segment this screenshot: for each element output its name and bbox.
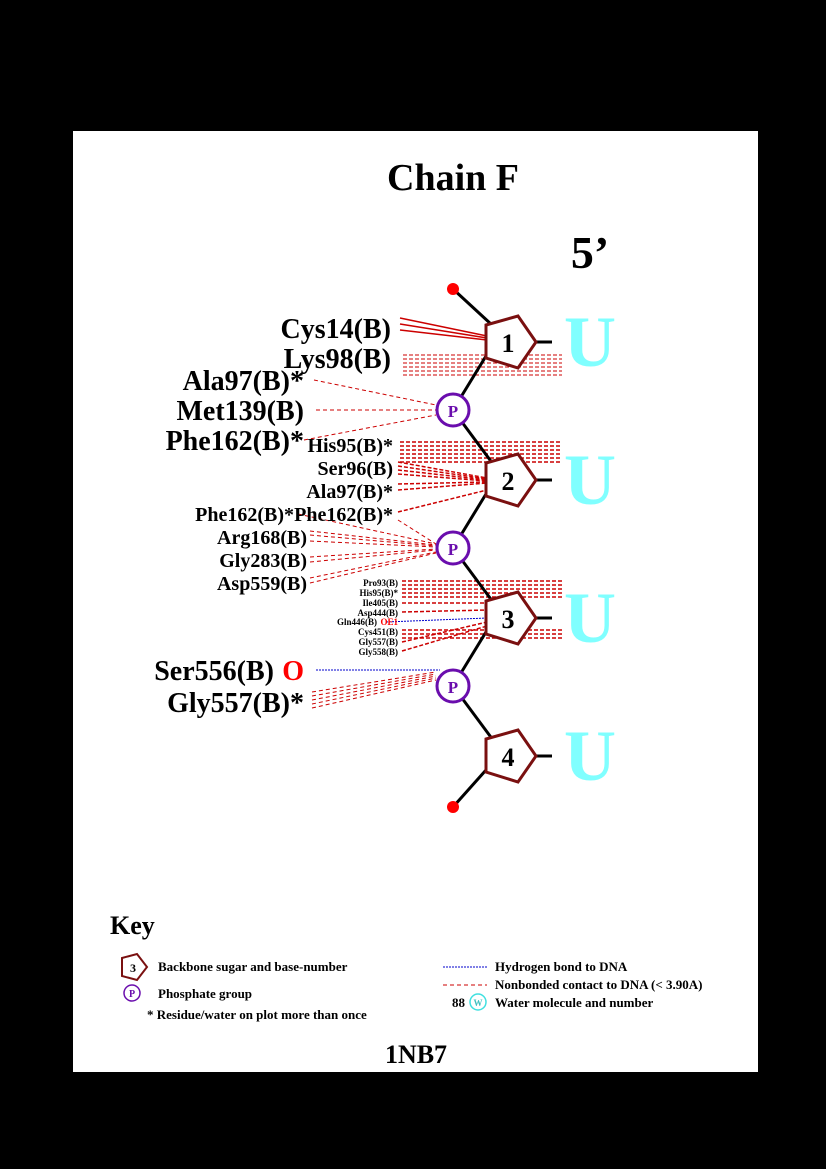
legend-water-symbol: W — [474, 998, 483, 1008]
legend-sugar-text: Backbone sugar and base-number — [158, 959, 348, 974]
chain-title: Chain F — [387, 157, 519, 199]
contact-sugar-2 — [397, 461, 488, 513]
hydrogen-bonds — [316, 617, 488, 671]
residue-label: Cys451(B) — [358, 627, 398, 637]
nucleotide-4: 4 U — [484, 716, 616, 796]
atom-label: OE1 — [380, 617, 398, 627]
nucleotide-2: 2 U — [484, 440, 616, 520]
residue-label: Asp444(B) — [357, 608, 398, 618]
legend-sugar-icon — [121, 952, 149, 982]
base-letter: U — [564, 302, 616, 382]
phosphate-circle — [435, 668, 471, 704]
residue-label: Asp559(B) — [217, 573, 307, 595]
legend-phosphate-icon — [123, 984, 141, 1002]
residue-label: Gly557(B) — [359, 637, 399, 647]
sugar-pentagon — [484, 728, 538, 784]
nucleotide-3: 3 U — [484, 578, 616, 658]
base-letter: U — [564, 578, 616, 658]
residue-label: Phe162(B)* — [195, 504, 294, 526]
sugar-pentagon — [484, 314, 538, 370]
residue-label: Arg168(B) — [217, 527, 307, 549]
legend-nonbonded-text: Nonbonded contact to DNA (< 3.90A) — [495, 977, 702, 992]
sugar-number: 4 — [502, 743, 515, 772]
residue-label: His95(B)* — [359, 588, 398, 598]
contact-cys14 — [399, 317, 488, 337]
legend-phosphate-symbol: P — [129, 989, 135, 1000]
residue-label: Pro93(B) — [363, 578, 398, 588]
sugar-pentagon — [484, 452, 538, 508]
residue-label: His95(B)* — [307, 435, 393, 457]
legend-phosphate-text: Phosphate group — [158, 986, 252, 1001]
contact-phosphate-1 — [303, 379, 437, 441]
phosphate-label: P — [448, 678, 458, 697]
legend-sugar-number: 3 — [130, 961, 136, 975]
legend-hbond-text: Hydrogen bond to DNA — [495, 959, 628, 974]
sugar-number: 3 — [502, 605, 515, 634]
legend-water-icon — [469, 993, 487, 1011]
base-letter: U — [564, 440, 616, 520]
pdb-id: 1NB7 — [385, 1040, 447, 1069]
terminal-atom-top — [447, 283, 459, 295]
residue-label: Ile405(B) — [363, 598, 399, 608]
residue-label: Ala97(B)* — [183, 366, 304, 397]
contact-base-3 — [401, 580, 562, 652]
legend-water-text: Water molecule and number — [495, 995, 654, 1010]
residue-label: Ser556(B) — [154, 656, 274, 687]
phosphate-3: P — [435, 668, 471, 704]
residue-label: Phe162(B)* — [166, 426, 304, 457]
five-prime-label: 5’ — [571, 227, 609, 278]
residue-label: Gly283(B) — [219, 550, 307, 572]
nucleotide-1: 1 U — [484, 302, 616, 382]
residue-label: Ser96(B) — [317, 458, 393, 480]
legend: Key 3 Backbone sugar and base-number P P… — [110, 911, 702, 1022]
phosphate-circle — [435, 392, 471, 428]
contact-phosphate-2 — [297, 513, 437, 584]
residue-labels: Cys14(B) Lys98(B) Ala97(B)* Met139(B) Ph… — [154, 314, 398, 719]
residue-label: Gly557(B)* — [167, 688, 304, 719]
phosphate-1: P — [435, 392, 471, 428]
base-letter: U — [564, 716, 616, 796]
hbond-gln446 — [385, 617, 488, 623]
nonbonded-contacts — [297, 317, 562, 709]
terminal-atom-bottom — [447, 801, 459, 813]
contact-cys14 — [399, 323, 488, 339]
contact-cys14 — [399, 329, 488, 341]
legend-repeat-text: * Residue/water on plot more than once — [147, 1007, 367, 1022]
phosphate-label: P — [448, 540, 458, 559]
legend-water-number: 88 — [452, 995, 466, 1010]
residue-label: Met139(B) — [176, 396, 304, 427]
phosphate-label: P — [448, 402, 458, 421]
residue-label: Lys98(B) — [284, 344, 391, 375]
sugar-pentagon — [484, 590, 538, 646]
phosphate-2: P — [435, 530, 471, 566]
residue-label: Ala97(B)* — [306, 481, 393, 503]
contact-phosphate-3 — [311, 671, 437, 709]
phosphate-circle — [435, 530, 471, 566]
sugar-number: 2 — [502, 467, 515, 496]
diagram-panel — [73, 131, 758, 1072]
sugar-number: 1 — [502, 329, 515, 358]
residue-label: Gln446(B) — [337, 617, 377, 627]
atom-label: O — [282, 656, 304, 687]
residue-label: Gly558(B) — [359, 647, 399, 657]
legend-title: Key — [110, 911, 155, 940]
residue-label: Phe162(B)* — [294, 504, 393, 526]
residue-label: Cys14(B) — [281, 314, 391, 345]
